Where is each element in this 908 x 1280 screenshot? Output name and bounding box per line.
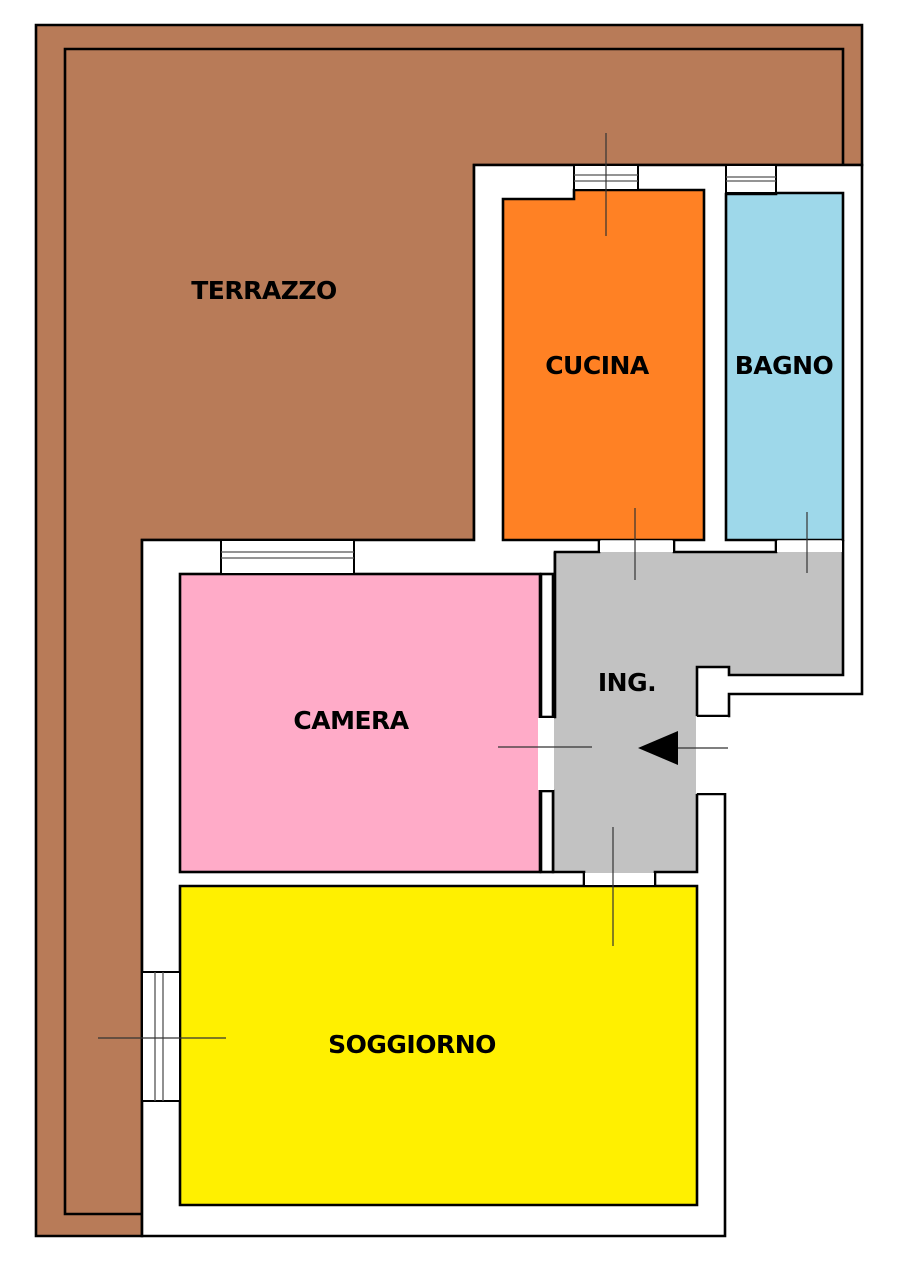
hall-outline-right — [695, 540, 845, 716]
window-bedroom — [220, 539, 355, 575]
label-kitchen: CUCINA — [545, 351, 650, 380]
door-opening-living[interactable] — [585, 873, 654, 885]
label-entrance-hall: ING. — [598, 668, 656, 697]
terrace-railing — [63, 47, 845, 1216]
label-bedroom: CAMERA — [293, 706, 409, 735]
door-opening-bathroom[interactable] — [777, 541, 842, 552]
window-living-room — [141, 971, 181, 1102]
label-living-room: SOGGIORNO — [328, 1030, 496, 1059]
room-bedroom[interactable] — [178, 572, 542, 874]
door-opening-entrance[interactable] — [696, 717, 728, 793]
door-opening-kitchen[interactable] — [600, 541, 673, 552]
room-kitchen[interactable] — [501, 188, 706, 542]
arrow-left-icon — [638, 731, 678, 765]
label-bathroom: BAGNO — [735, 351, 834, 380]
window-bathroom — [725, 164, 777, 194]
label-terrace: TERRAZZO — [191, 276, 337, 305]
room-living-room[interactable] — [178, 884, 699, 1207]
door-opening-camera[interactable] — [538, 718, 554, 790]
wall-stub-camera-hall — [539, 572, 555, 719]
room-entrance-hall[interactable] — [540, 540, 843, 886]
wall-stub-camera-hall-lower — [539, 789, 555, 874]
hall-outline-right-lower — [653, 794, 699, 886]
hall-outline-top-mid — [672, 540, 778, 554]
reference-lines — [98, 133, 808, 1039]
